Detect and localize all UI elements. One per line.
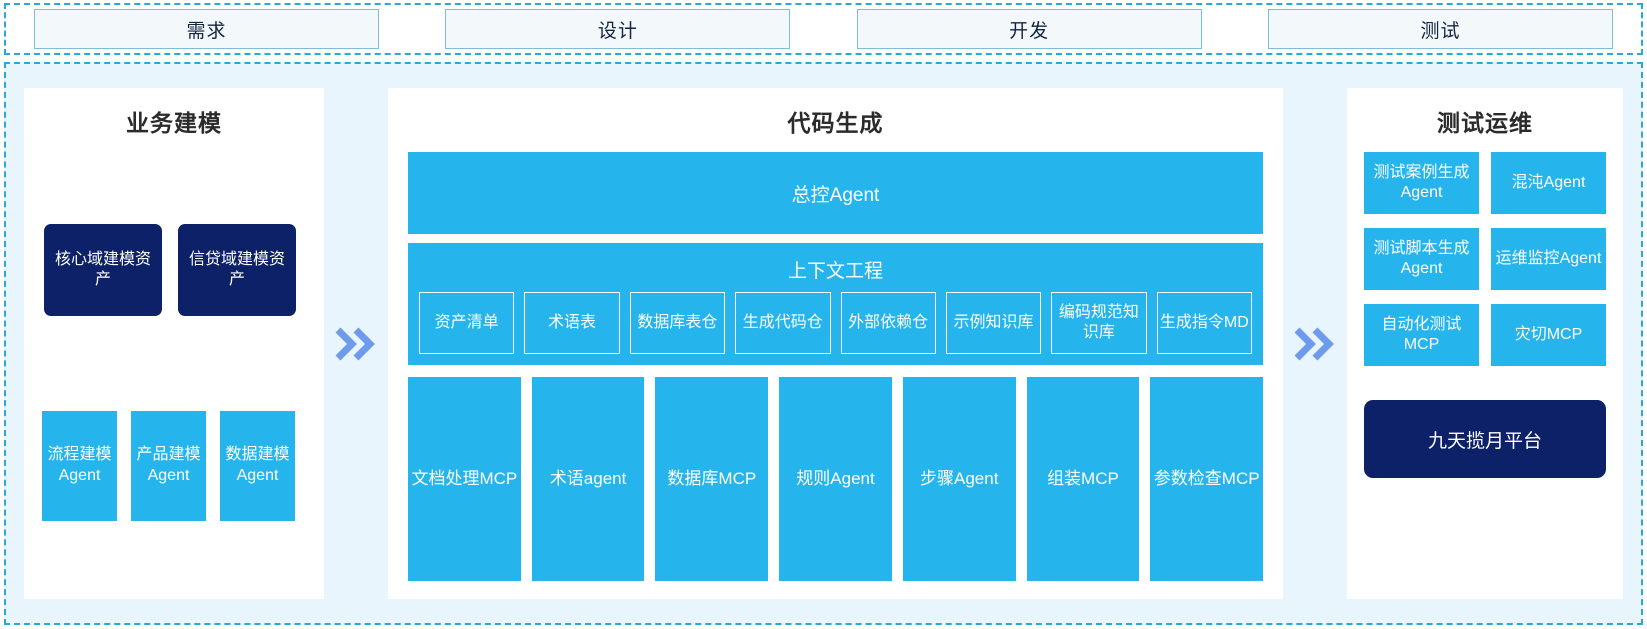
test-operations-grid: 测试案例生成Agent 混沌Agent 测试脚本生成Agent 运维监控Agen… xyxy=(1364,152,1606,366)
agent-card-product-modeling[interactable]: 产品建模Agent xyxy=(131,411,206,521)
stage-label: 设计 xyxy=(597,20,638,42)
panel-test-operations: 测试运维 测试案例生成Agent 混沌Agent 测试脚本生成Agent 运维监… xyxy=(1347,88,1623,599)
card-automated-test-mcp[interactable]: 自动化测试MCP xyxy=(1364,304,1479,366)
card-test-script-generation-agent[interactable]: 测试脚本生成Agent xyxy=(1364,228,1479,290)
agent-label: 产品建模Agent xyxy=(136,446,201,484)
context-item-coding-standard-knowledge-base[interactable]: 编码规范知识库 xyxy=(1051,292,1147,354)
card-chaos-agent[interactable]: 混沌Agent xyxy=(1491,152,1606,214)
context-item-label: 生成代码仓 xyxy=(742,314,823,332)
card-label: 测试案例生成Agent xyxy=(1373,164,1470,201)
double-chevron-right-icon xyxy=(324,88,388,599)
context-item-label: 示例知识库 xyxy=(953,314,1034,332)
agent-label: 数据建模Agent xyxy=(225,446,290,484)
agent-card-data-modeling[interactable]: 数据建模Agent xyxy=(220,411,295,521)
card-operations-monitoring-agent[interactable]: 运维监控Agent xyxy=(1491,228,1606,290)
business-modeling-body: 核心域建模资产 信贷域建模资产 流程建模Agent 产品建模Agent 数据建模… xyxy=(24,138,324,599)
agent-card-process-modeling[interactable]: 流程建模Agent xyxy=(42,411,117,521)
card-label: 运维监控Agent xyxy=(1495,250,1602,267)
platform-label: 九天揽月平台 xyxy=(1427,430,1542,452)
code-generation-body: 总控Agent 上下文工程 资产清单 术语表 数据库表仓 xyxy=(388,138,1283,599)
context-item-glossary[interactable]: 术语表 xyxy=(524,292,620,354)
stage-box-development[interactable]: 开发 xyxy=(856,9,1202,49)
card-label: 灾切MCP xyxy=(1514,326,1583,343)
stage-label: 开发 xyxy=(1009,20,1050,42)
card-label: 自动化测试MCP xyxy=(1381,316,1462,353)
stage-box-design[interactable]: 设计 xyxy=(445,9,791,49)
stage-label: 需求 xyxy=(186,20,227,42)
stage-box-requirements[interactable]: 需求 xyxy=(34,9,379,49)
tool-card-assembly-mcp[interactable]: 组装MCP xyxy=(1026,377,1140,581)
stage-box-testing[interactable]: 测试 xyxy=(1267,9,1613,49)
tool-label: 数据库MCP xyxy=(667,468,757,488)
stage-label: 测试 xyxy=(1420,20,1461,42)
context-item-external-dependency-repo[interactable]: 外部依赖仓 xyxy=(840,292,936,354)
context-item-label: 术语表 xyxy=(548,314,597,332)
context-item-label: 数据库表仓 xyxy=(637,314,718,332)
panel-business-modeling: 业务建模 核心域建模资产 信贷域建模资产 流程建模Agent 产品建模Agen xyxy=(24,88,324,599)
context-item-label: 编码规范知识库 xyxy=(1058,304,1139,341)
tool-card-glossary-agent[interactable]: 术语agent xyxy=(531,377,645,581)
agent-label: 流程建模Agent xyxy=(47,446,112,484)
modeling-agents-row: 流程建模Agent 产品建模Agent 数据建模Agent xyxy=(42,411,295,521)
context-engineering-block: 上下文工程 资产清单 术语表 数据库表仓 生成代码仓 xyxy=(408,243,1263,365)
tool-card-step-agent[interactable]: 步骤Agent xyxy=(902,377,1016,581)
context-engineering-title: 上下文工程 xyxy=(787,261,883,282)
tool-card-rule-agent[interactable]: 规则Agent xyxy=(779,377,892,581)
tools-row: 文档处理MCP 术语agent 数据库MCP 规则Agent 步骤Agent xyxy=(408,377,1264,581)
tool-card-database-mcp[interactable]: 数据库MCP xyxy=(655,377,769,581)
modeling-assets-row: 核心域建模资产 信贷域建模资产 xyxy=(44,224,296,316)
panel-title-code-generation: 代码生成 xyxy=(787,110,884,136)
card-disaster-switch-mcp[interactable]: 灾切MCP xyxy=(1491,304,1606,366)
context-items-row: 资产清单 术语表 数据库表仓 生成代码仓 外部依赖仓 xyxy=(419,292,1252,354)
card-test-case-generation-agent[interactable]: 测试案例生成Agent xyxy=(1364,152,1479,214)
panel-title-business-modeling: 业务建模 xyxy=(126,110,222,136)
main-frame: 业务建模 核心域建模资产 信贷域建模资产 流程建模Agent 产品建模Agen xyxy=(4,62,1643,625)
tool-label: 术语agent xyxy=(549,468,627,488)
tool-label: 组装MCP xyxy=(1047,468,1119,488)
context-item-label: 外部依赖仓 xyxy=(848,314,929,332)
test-operations-body: 测试案例生成Agent 混沌Agent 测试脚本生成Agent 运维监控Agen… xyxy=(1347,138,1623,599)
tool-card-parameter-check-mcp[interactable]: 参数检查MCP xyxy=(1150,377,1264,581)
asset-label: 核心域建模资产 xyxy=(54,251,151,288)
context-item-generated-code-repo[interactable]: 生成代码仓 xyxy=(735,292,831,354)
master-agent-bar[interactable]: 总控Agent xyxy=(408,152,1263,234)
tool-label: 参数检查MCP xyxy=(1153,468,1260,488)
platform-card-jiutian-lanyue[interactable]: 九天揽月平台 xyxy=(1364,400,1606,478)
card-label: 混沌Agent xyxy=(1511,174,1586,191)
context-item-label: 生成指令MD xyxy=(1159,314,1249,332)
context-item-generation-instruction-md[interactable]: 生成指令MD xyxy=(1156,292,1252,354)
context-item-db-table-repo[interactable]: 数据库表仓 xyxy=(629,292,726,354)
panel-title-test-operations: 测试运维 xyxy=(1437,110,1533,136)
context-item-label: 资产清单 xyxy=(434,314,499,332)
tool-label: 步骤Agent xyxy=(920,468,999,488)
double-chevron-right-icon xyxy=(1283,88,1347,599)
asset-card-core-domain[interactable]: 核心域建模资产 xyxy=(44,224,162,316)
panel-code-generation: 代码生成 总控Agent 上下文工程 资产清单 术语表 xyxy=(388,88,1283,599)
context-item-asset-inventory[interactable]: 资产清单 xyxy=(419,292,515,354)
tool-card-document-processing-mcp[interactable]: 文档处理MCP xyxy=(408,377,521,581)
asset-card-credit-domain[interactable]: 信贷域建模资产 xyxy=(178,224,296,316)
tool-label: 规则Agent xyxy=(796,468,875,488)
card-label: 测试脚本生成Agent xyxy=(1373,240,1470,277)
tool-label: 文档处理MCP xyxy=(411,468,518,488)
context-item-example-knowledge-base[interactable]: 示例知识库 xyxy=(945,292,1042,354)
stage-strip: 需求 设计 开发 测试 xyxy=(4,3,1643,55)
asset-label: 信贷域建模资产 xyxy=(188,251,285,288)
master-agent-label: 总控Agent xyxy=(791,184,880,206)
